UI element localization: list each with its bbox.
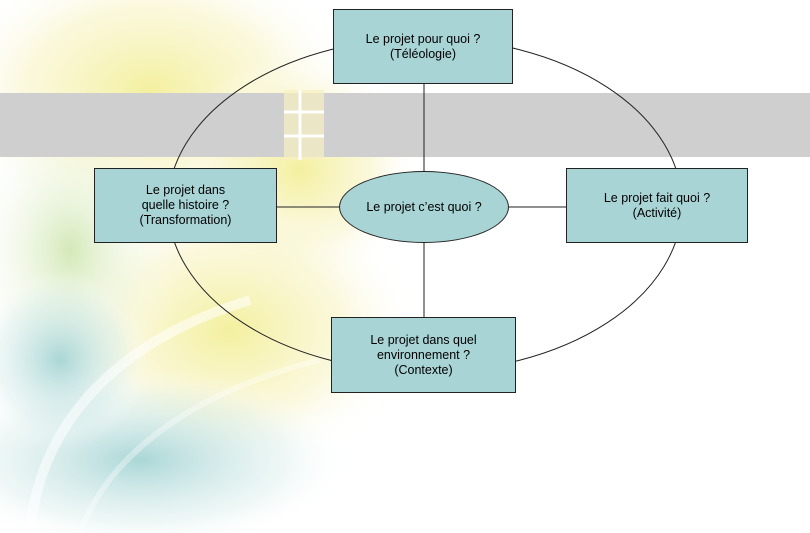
node-transformation: Le projet dans quelle histoire ? (Transf… [94, 168, 277, 243]
node-activite: Le projet fait quoi ? (Activité) [566, 168, 748, 243]
node-contexte: Le projet dans quel environnement ? (Con… [331, 317, 516, 393]
node-teleologie: Le projet pour quoi ? (Téléologie) [333, 9, 513, 84]
gray-band [0, 93, 810, 157]
node-center-question: Le projet c’est quoi ? [339, 171, 509, 243]
window-grid-decoration [284, 90, 324, 160]
